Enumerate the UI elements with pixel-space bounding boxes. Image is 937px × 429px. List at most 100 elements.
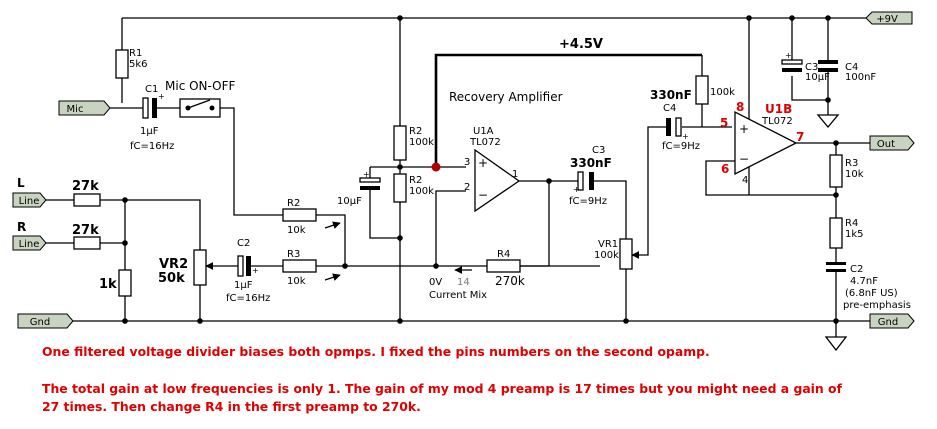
label-zero-v: 0V	[429, 277, 442, 288]
svg-text:+: +	[363, 170, 370, 179]
connector-gnd-left: Gnd	[17, 313, 74, 329]
resistor-1k	[118, 269, 132, 297]
label-u1a-pin3: 3	[464, 157, 470, 168]
label-c2-out-name: C2	[850, 264, 863, 275]
label-c2-out-us: (6.8nF US)	[845, 288, 898, 299]
svg-text:+: +	[785, 51, 792, 60]
capacitor-c3-supply: +	[781, 51, 803, 72]
label-c4-supply-value: 100nF	[845, 72, 876, 83]
label-u1b-pin5: 5	[720, 116, 728, 130]
label-r2-mix-name: R2	[287, 198, 300, 209]
label-cbias-value: 10µF	[337, 196, 362, 207]
annotation-labels: +4.5V Mic ON-OFF Recovery Amplifier L R …	[17, 37, 911, 311]
label-r4-out-name: R4	[845, 218, 858, 229]
label-vr2-value: 50k	[158, 271, 185, 286]
label-r4-name: R4	[497, 249, 510, 260]
svg-text:Gnd: Gnd	[878, 317, 898, 328]
label-1k: 1k	[99, 277, 117, 292]
svg-text:Mic: Mic	[67, 104, 84, 115]
label-r4-value: 270k	[495, 274, 525, 288]
label-r4-out-value: 1k5	[845, 229, 864, 240]
label-u1b-name: U1B	[765, 102, 792, 116]
connector-mic: Mic	[58, 100, 111, 116]
capacitor-bias-10uf: +	[359, 170, 381, 190]
label-c2-fc: fC=16Hz	[226, 293, 270, 304]
capacitor-c2: +	[237, 255, 259, 277]
wiring	[45, 17, 872, 337]
label-u1a-minus: −	[478, 188, 488, 202]
potentiometer-vr1	[619, 238, 640, 270]
label-current-pin: 14	[457, 277, 470, 288]
label-c3-fc: fC=9Hz	[569, 196, 607, 207]
ground-symbol-supply	[816, 114, 840, 129]
label-r3-out-value: 10k	[845, 169, 864, 180]
opamp-u1a	[474, 148, 521, 213]
label-recovery-amp: Recovery Amplifier	[449, 90, 563, 104]
capacitor-c1: +	[142, 92, 165, 119]
label-27k-l: 27k	[72, 179, 99, 194]
svg-text:+: +	[158, 92, 165, 101]
resistor-27k-r	[73, 236, 101, 250]
label-c4-name: C4	[663, 103, 676, 114]
svg-text:Out: Out	[877, 139, 895, 150]
label-mic-switch: Mic ON-OFF	[165, 79, 236, 93]
label-c3-value: 330nF	[570, 156, 612, 170]
label-r3-mix-name: R3	[287, 249, 300, 260]
ground-symbol-output	[824, 336, 848, 352]
note-gain-line1: The total gain at low frequencies is onl…	[42, 381, 842, 396]
resistor-r2-bias-top	[393, 125, 407, 161]
svg-text:Line: Line	[19, 239, 40, 250]
resistor-r4-out	[829, 217, 843, 249]
label-r2-bottom-name: R2	[409, 175, 422, 186]
label-u1b-plus: +	[739, 122, 749, 136]
label-r3-mix-value: 10k	[287, 276, 306, 287]
note-bias: One filtered voltage divider biases both…	[42, 344, 710, 359]
label-current-mix: Current Mix	[429, 290, 487, 301]
label-c1-value: 1µF	[140, 126, 159, 137]
capacitor-c4-coupling: +	[666, 117, 689, 141]
mic-switch	[179, 98, 221, 118]
label-u1b-pin8: 8	[736, 100, 744, 114]
note-gain-line2: 27 times. Then change R4 in the first pr…	[42, 399, 421, 414]
resistor-r2-mix	[282, 208, 317, 222]
connector-line-l: Line	[12, 192, 47, 208]
resistor-r3-mix	[282, 259, 317, 273]
label-r1-name: R1	[129, 48, 142, 59]
capacitor-c4-supply	[818, 60, 838, 72]
label-c3-name: C3	[592, 145, 605, 156]
label-c2-name: C2	[237, 238, 250, 249]
opamp-u1b	[734, 110, 798, 176]
label-u1a-name: U1A	[473, 126, 494, 137]
svg-text:+: +	[573, 185, 580, 194]
svg-text:+: +	[682, 132, 689, 141]
label-c1-fc: fC=16Hz	[130, 141, 174, 152]
svg-text:+: +	[252, 266, 259, 275]
label-vr1-value: 100k	[594, 250, 619, 261]
label-c1-name: C1	[145, 84, 158, 95]
label-rail-4v5: +4.5V	[559, 37, 603, 52]
label-u1a-part: TL072	[469, 137, 501, 148]
resistor-r3-out	[829, 154, 843, 188]
label-r2-mix-value: 10k	[287, 225, 306, 236]
label-u1a-pin1: 1	[512, 169, 518, 180]
label-pre-emphasis: pre-emphasis	[843, 300, 911, 311]
label-r2-top-name: R2	[409, 126, 422, 137]
label-vr2-name: VR2	[159, 257, 188, 272]
label-27k-r: 27k	[72, 223, 99, 238]
connector-out: Out	[869, 135, 915, 151]
capacitor-c2-preemphasis	[826, 262, 846, 272]
label-u1a-plus: +	[478, 156, 488, 170]
svg-text:Line: Line	[19, 196, 40, 207]
resistor-r2-bias-bottom	[393, 173, 407, 203]
connector-gnd-right: Gnd	[869, 313, 915, 329]
connector-line-r: Line	[12, 235, 47, 251]
label-u1a-pin2: 2	[464, 182, 470, 193]
potentiometer-vr2	[193, 249, 214, 286]
capacitor-c3-coupling: +	[573, 171, 594, 194]
label-c2-value: 1µF	[234, 280, 253, 291]
label-u1b-pin6: 6	[721, 162, 729, 176]
junction-dots	[122, 15, 839, 324]
label-c3-supply-value: 10µF	[805, 72, 830, 83]
label-c2-out-value: 4.7nF	[850, 276, 878, 287]
